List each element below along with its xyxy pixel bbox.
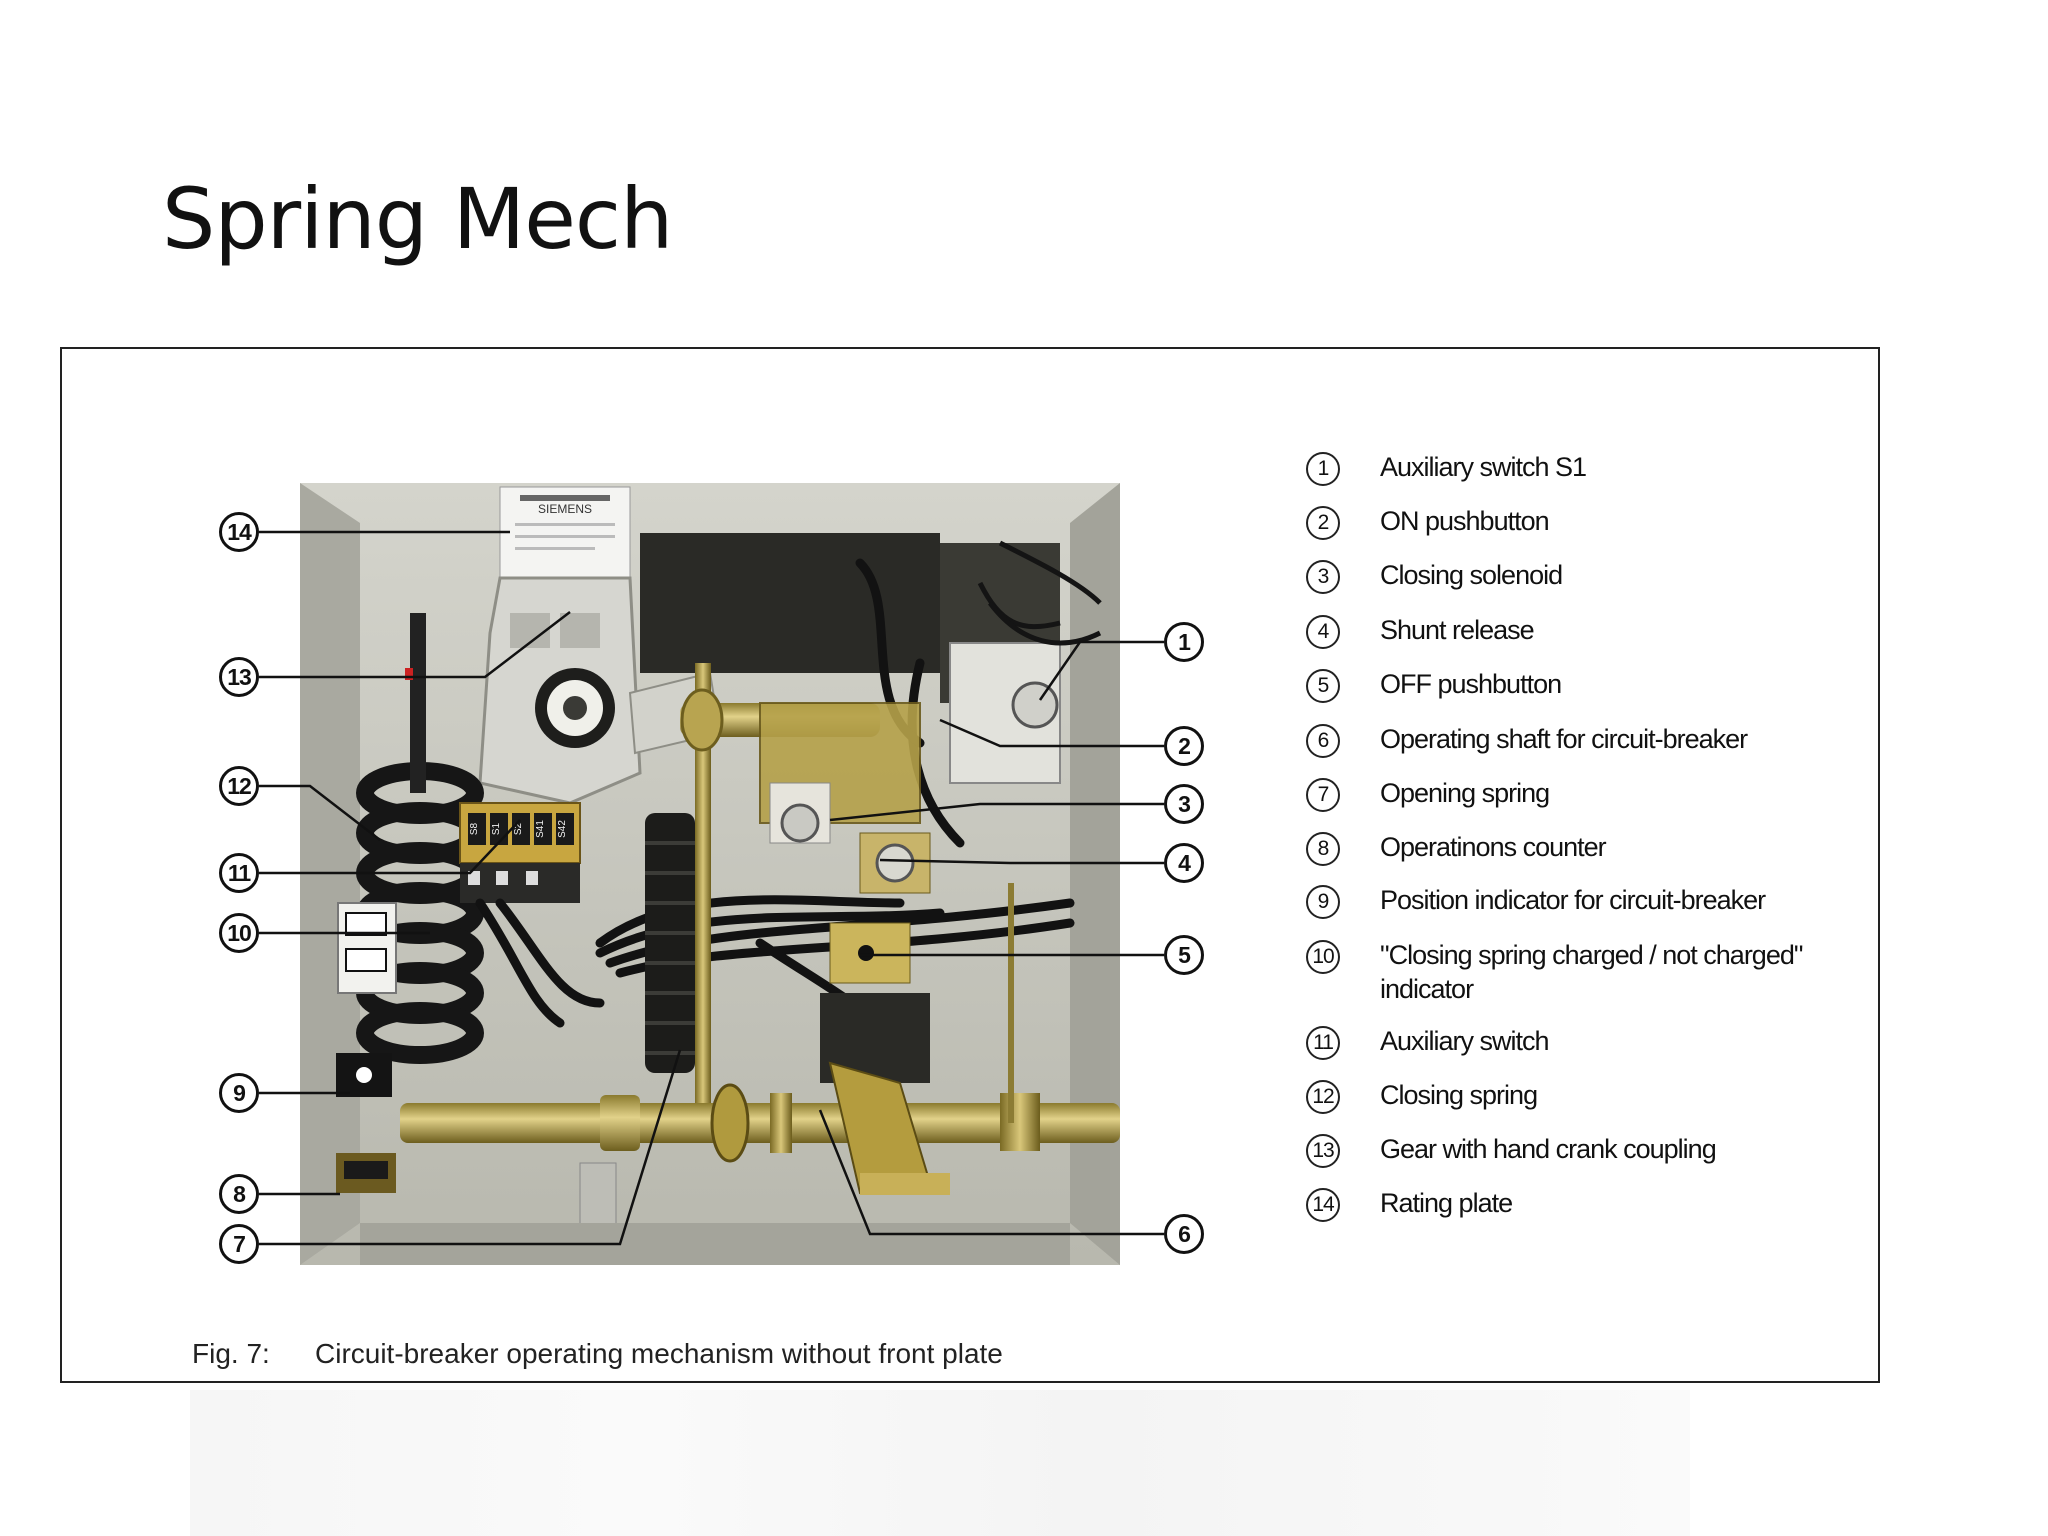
mechanism-illustration: SIEMENS [300,483,1120,1265]
callout-9: 9 [219,1073,259,1113]
legend-item: 14 Rating plate [1306,1186,1820,1222]
legend-label: Closing spring [1380,1080,1538,1110]
callout-10: 10 [219,913,259,953]
switch-label: S41 [535,820,546,838]
legend-item: 3 Closing solenoid [1306,558,1820,594]
callout-11: 11 [219,853,259,893]
callout-7: 7 [219,1224,259,1264]
legend-item: 8 Operatinons counter [1306,830,1820,866]
legend-label: Operating shaft for circuit-breaker [1380,724,1748,754]
legend-item: 6 Operating shaft for circuit-breaker [1306,722,1820,758]
callout-8: 8 [219,1174,259,1214]
legend-number: 10 [1306,940,1340,974]
legend-label: ON pushbutton [1380,506,1550,536]
legend-number: 1 [1306,452,1340,486]
legend-number: 7 [1306,778,1340,812]
bottom-background [190,1390,1690,1536]
legend-label: Operatinons counter [1380,832,1607,862]
legend-number: 11 [1306,1026,1340,1060]
legend-number: 12 [1306,1080,1340,1114]
switch-label: S2 [513,822,524,835]
legend-label: Opening spring [1380,778,1550,808]
mechanism-photo: SIEMENS [300,483,1120,1265]
callout-13: 13 [219,657,259,697]
legend-label: Closing solenoid [1380,560,1563,590]
callout-12: 12 [219,766,259,806]
switch-label: S42 [557,820,568,838]
legend-number: 3 [1306,560,1340,594]
figure-caption-text: Circuit-breaker operating mechanism with… [315,1338,1003,1369]
legend-number: 5 [1306,669,1340,703]
legend-number: 4 [1306,615,1340,649]
legend-item: 9 Position indicator for circuit-breaker [1306,883,1820,919]
legend-number: 9 [1306,885,1340,919]
callout-3: 3 [1164,784,1204,824]
switch-label: S1 [491,822,502,835]
figure-caption: Fig. 7: Circuit-breaker operating mechani… [192,1338,1003,1370]
slide-title: Spring Mech [162,170,673,268]
legend-label: OFF pushbutton [1380,669,1562,699]
legend-number: 6 [1306,724,1340,758]
legend-item: 4 Shunt release [1306,613,1820,649]
legend-label: Shunt release [1380,615,1535,645]
figure-caption-label: Fig. 7: [192,1338,270,1369]
legend-item: 11 Auxiliary switch [1306,1024,1820,1060]
legend-label: "Closing spring charged / not charged" i… [1380,940,1803,1004]
callout-14: 14 [219,512,259,552]
legend-item: 10 "Closing spring charged / not charged… [1306,938,1820,1006]
rating-plate-brand: SIEMENS [538,502,592,516]
callout-5: 5 [1164,935,1204,975]
legend-label: Auxiliary switch [1380,1026,1550,1056]
legend-label: Auxiliary switch S1 [1380,452,1587,482]
callout-2: 2 [1164,726,1204,766]
legend-number: 8 [1306,832,1340,866]
legend-number: 2 [1306,506,1340,540]
legend-label: Gear with hand crank coupling [1380,1134,1717,1164]
legend-item: 12 Closing spring [1306,1078,1820,1114]
callout-1: 1 [1164,622,1204,662]
legend-label: Position indicator for circuit-breaker [1380,885,1766,915]
legend-item: 1 Auxiliary switch S1 [1306,450,1820,486]
legend-label: Rating plate [1380,1188,1513,1218]
callout-6: 6 [1164,1214,1204,1254]
legend-item: 13 Gear with hand crank coupling [1306,1132,1820,1168]
legend-item: 7 Opening spring [1306,776,1820,812]
callout-4: 4 [1164,843,1204,883]
legend-item: 5 OFF pushbutton [1306,667,1820,703]
legend-number: 13 [1306,1134,1340,1168]
switch-label: S8 [469,822,480,835]
legend-item: 2 ON pushbutton [1306,504,1820,540]
legend-number: 14 [1306,1188,1340,1222]
